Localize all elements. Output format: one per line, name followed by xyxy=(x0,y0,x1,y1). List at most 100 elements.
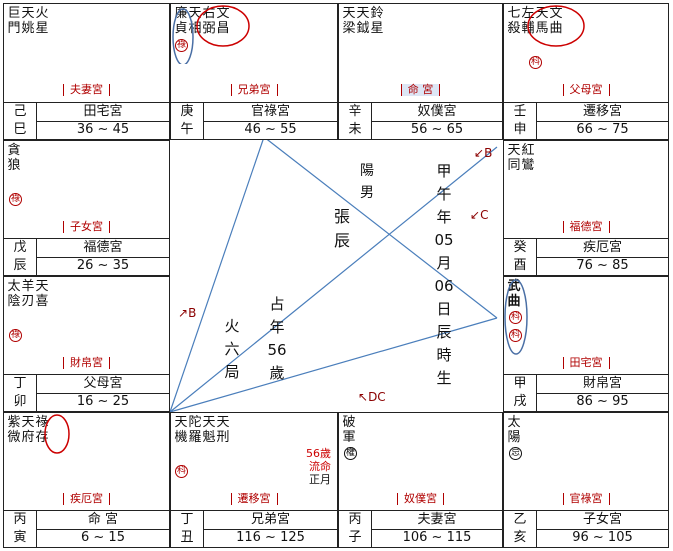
annotation-dc: ↖DC xyxy=(358,390,386,404)
cell-si: 巨門天姚火星 夫妻宮 己巳 田宅宮 36 ~ 45 xyxy=(3,3,170,140)
branch: 申 xyxy=(513,122,527,137)
sub-palace: 父母宮 xyxy=(83,376,123,391)
annotation-b-left: ↗B xyxy=(178,306,197,320)
star-2: 紅鸞 xyxy=(521,143,535,173)
line-shen-yin xyxy=(169,146,498,413)
star-1: 太陰 xyxy=(7,279,21,309)
bureau: 火六局 xyxy=(224,317,240,381)
sub-palace: 兄弟宮 xyxy=(250,512,290,527)
star-2: 陀羅 xyxy=(188,415,202,445)
stem: 丙 xyxy=(13,512,27,527)
cell-chou: 天機陀羅天魁天刑 科 56歲 流命 正月 遷移宮 丁丑 兄弟宮 116 ~ 12… xyxy=(170,412,338,548)
stem: 庚 xyxy=(180,104,194,119)
branch: 午 xyxy=(180,122,194,137)
star-3: 火星 xyxy=(35,6,49,36)
decade-range: 86 ~ 95 xyxy=(537,393,668,410)
palace-label: 福德宮 xyxy=(562,221,610,233)
stem: 丙 xyxy=(348,512,362,527)
branch: 卯 xyxy=(13,394,27,409)
palace-label: 夫妻宮 xyxy=(63,84,110,96)
palace-label: 命 宮 xyxy=(400,84,441,96)
cell-chen: 貪狼 祿 子女宮 戊辰 福德宮 26 ~ 35 xyxy=(3,140,170,276)
hua-lu-icon: 祿 xyxy=(9,193,22,206)
line-xu-yin xyxy=(169,317,498,413)
hua-ke-icon: 科 xyxy=(509,329,522,342)
star-3: 天魁 xyxy=(202,415,216,445)
star-1: 巨門 xyxy=(7,6,21,36)
cell-yin: 紫微天府祿存 疾厄宮 丙寅 命 宮 6 ~ 15 xyxy=(3,412,170,548)
stem: 甲 xyxy=(513,376,527,391)
hua-ke-icon: 科 xyxy=(175,465,188,478)
flow-age: 56歲 xyxy=(306,447,331,460)
star-4: 文曲 xyxy=(549,6,563,36)
hua-ke-icon: 科 xyxy=(529,56,542,69)
palace-label: 田宅宮 xyxy=(562,357,610,369)
branch: 辰 xyxy=(13,258,27,273)
cell-xu: 武曲 科 科 田宅宮 甲戌 財帛宮 86 ~ 95 xyxy=(503,276,669,412)
sub-palace: 命 宮 xyxy=(87,512,119,527)
star-1: 破軍 xyxy=(342,415,356,445)
decade-range: 76 ~ 85 xyxy=(537,257,668,274)
cell-hai: 太陽 忌 官祿宮 乙亥 子女宮 96 ~ 105 xyxy=(503,412,669,548)
palace-label: 遷移宮 xyxy=(230,493,278,505)
star-3: 天喜 xyxy=(35,279,49,309)
branch: 戌 xyxy=(513,394,527,409)
cell-mao: 太陰羊刃天喜 祿 財帛宮 丁卯 父母宮 16 ~ 25 xyxy=(3,276,170,412)
cell-wei: 天梁天鉞鈴星 命 宮 辛未 奴僕宮 56 ~ 65 xyxy=(338,3,503,140)
decade-range: 26 ~ 35 xyxy=(37,257,169,274)
cell-wu: 廉貞天相右弼文昌 祿 兄弟宮 庚午 官祿宮 46 ~ 55 xyxy=(170,3,338,140)
branch: 寅 xyxy=(13,530,27,545)
star-1: 七殺 xyxy=(507,6,521,36)
stem: 戊 xyxy=(13,240,27,255)
branch: 丑 xyxy=(180,530,194,545)
decade-range: 36 ~ 45 xyxy=(37,121,169,138)
branch: 未 xyxy=(348,122,362,137)
star-2: 羊刃 xyxy=(21,279,35,309)
annotation-b-top: ↙B xyxy=(474,146,493,160)
sub-palace: 田宅宮 xyxy=(83,104,123,119)
palace-label: 父母宮 xyxy=(562,84,610,96)
star-3: 鈴星 xyxy=(370,6,384,36)
flow-life: 流命 xyxy=(309,460,331,473)
star-1: 紫微 xyxy=(7,415,21,445)
sub-palace: 奴僕宮 xyxy=(417,104,457,119)
branch: 酉 xyxy=(513,258,527,273)
palace-label: 奴僕宮 xyxy=(397,493,444,505)
hua-ji-icon: 忌 xyxy=(509,447,522,460)
line-wu-yin xyxy=(169,136,265,413)
star-2: 天鉞 xyxy=(356,6,370,36)
star-1: 太陽 xyxy=(507,415,521,445)
stem: 辛 xyxy=(348,104,362,119)
palace-label: 官祿宮 xyxy=(562,493,610,505)
highlight-circles xyxy=(172,5,250,64)
star-2: 天府 xyxy=(21,415,35,445)
branch: 亥 xyxy=(513,530,527,545)
stem: 乙 xyxy=(513,512,527,527)
palace-label: 財帛宮 xyxy=(63,357,110,369)
palace-label: 疾厄宮 xyxy=(63,493,110,505)
star-4: 天刑 xyxy=(216,415,230,445)
star-1: 天同 xyxy=(507,143,521,173)
yinyang-gender: 陽男 xyxy=(360,163,374,201)
highlight-circle xyxy=(527,5,585,47)
hua-lu-icon: 祿 xyxy=(9,329,22,342)
decade-range: 46 ~ 55 xyxy=(204,121,337,138)
star-4: 文昌 xyxy=(216,6,230,36)
flow-note: 56歲 流命 正月 xyxy=(306,447,331,486)
stem: 丁 xyxy=(13,376,27,391)
star-1: 天梁 xyxy=(342,6,356,36)
sub-palace: 財帛宮 xyxy=(582,376,622,391)
sub-palace: 疾厄宮 xyxy=(582,240,622,255)
person-name: 張辰 xyxy=(333,207,350,250)
hua-lu-icon: 祿 xyxy=(175,39,188,52)
palace-label: 兄弟宮 xyxy=(230,84,278,96)
hua-quan-icon: 權 xyxy=(344,447,357,460)
cell-shen: 七殺左輔天馬文曲 科 父母宮 壬申 遷移宮 66 ~ 75 xyxy=(503,3,669,140)
cell-zi: 破軍 權 奴僕宮 丙子 夫妻宮 106 ~ 115 xyxy=(338,412,503,548)
stem: 己 xyxy=(13,104,27,119)
sub-palace: 遷移宮 xyxy=(582,104,622,119)
highlight-circle xyxy=(504,279,528,355)
